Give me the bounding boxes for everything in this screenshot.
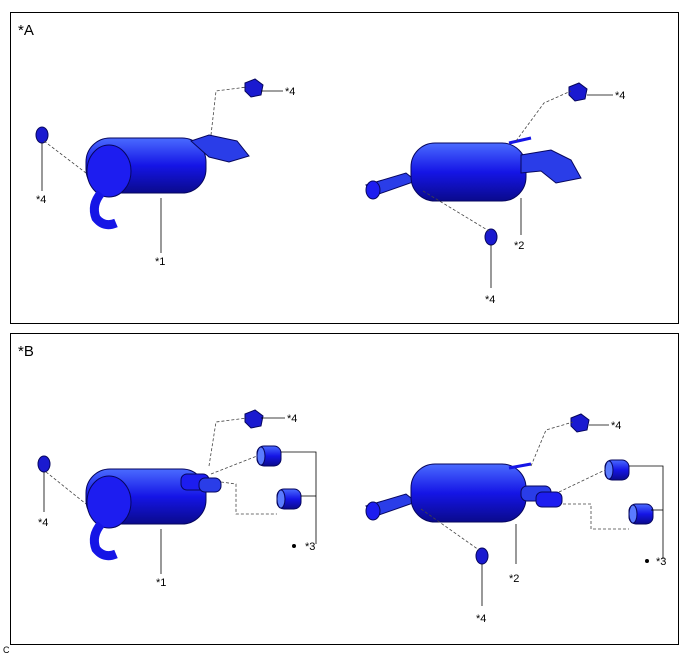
muffler-icon bbox=[85, 468, 222, 561]
rubber-mount-icon bbox=[475, 547, 489, 565]
panel-b-label: *B bbox=[18, 343, 34, 360]
figure-code: C bbox=[3, 645, 10, 655]
callout-1-a: *1 bbox=[155, 256, 165, 268]
callout-1-b: *1 bbox=[156, 577, 166, 589]
callout-3-right: *3 bbox=[656, 556, 666, 568]
callout-4-left-b: *4 bbox=[38, 517, 48, 529]
tail-pipe-icon bbox=[628, 503, 654, 525]
hanger-bracket-icon bbox=[244, 409, 264, 429]
callout-4-top-a-right: *4 bbox=[615, 90, 625, 102]
tail-pipe-icon bbox=[276, 488, 302, 510]
hanger-bracket-icon bbox=[568, 82, 588, 102]
muffler-icon bbox=[365, 462, 563, 523]
muffler-icon bbox=[85, 134, 250, 230]
hanger-bracket-icon bbox=[244, 78, 264, 98]
rubber-mount-icon bbox=[35, 126, 49, 144]
panel-a-illustration: *4 *4 *1 *4 *2 *4 bbox=[35, 78, 625, 306]
tail-pipe-icon bbox=[256, 445, 282, 467]
callout-2-a: *2 bbox=[514, 240, 524, 252]
rubber-mount-icon bbox=[484, 228, 498, 246]
panel-a-label: *A bbox=[18, 22, 34, 39]
muffler-icon bbox=[365, 136, 582, 202]
callout-2-b: *2 bbox=[509, 573, 519, 585]
callout-3-left: *3 bbox=[305, 541, 315, 553]
rubber-mount-icon bbox=[37, 455, 51, 473]
callout-4-top-b-left: *4 bbox=[287, 413, 297, 425]
callout-4-top-b-right: *4 bbox=[611, 420, 621, 432]
panel-a: *A *4 *4 *1 bbox=[10, 12, 679, 324]
callout-4-left-a: *4 bbox=[36, 194, 46, 206]
panel-b: *B *4 *4 bbox=[10, 333, 679, 645]
callout-4-top-a-left: *4 bbox=[285, 86, 295, 98]
hanger-bracket-icon bbox=[570, 413, 590, 433]
callout-4-bottom-a: *4 bbox=[485, 294, 495, 306]
callout-4-bottom-b: *4 bbox=[476, 613, 486, 625]
panel-b-illustration: *4 *4 *3 *1 bbox=[37, 409, 666, 625]
tail-pipe-icon bbox=[604, 459, 630, 481]
